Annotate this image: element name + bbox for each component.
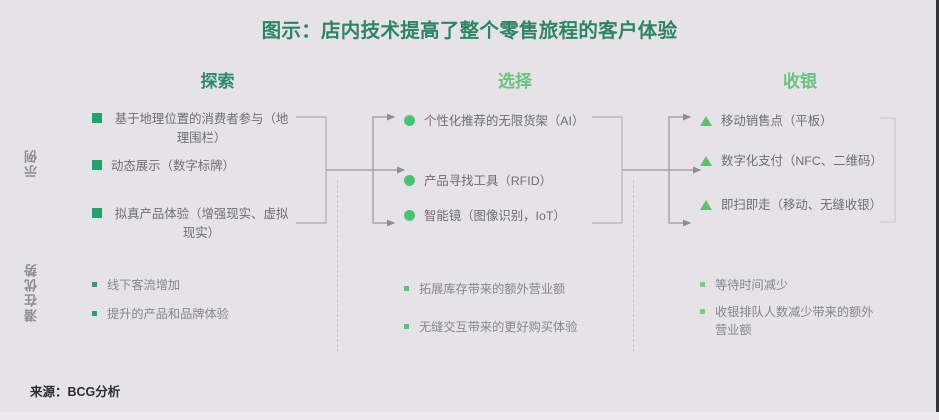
example-item: 基于地理位置的消费者参与（地理围栏） — [92, 110, 292, 148]
column-divider-1 — [337, 180, 338, 352]
page-title: 图示：店内技术提高了整个零售旅程的客户体验 — [261, 20, 678, 42]
example-item-label: 数字化支付（NFC、二维码） — [721, 154, 883, 168]
bullet-dot-icon — [700, 309, 705, 314]
band-label-examples: 示例 — [24, 148, 39, 178]
benefit-item-label: 无缝交互带来的更好购买体验 — [419, 320, 578, 334]
example-item-label: 动态展示（数字标牌） — [111, 159, 235, 173]
square-marker — [92, 208, 102, 218]
example-item: 数字化支付（NFC、二维码） — [700, 152, 890, 171]
benefit-item: 等待时间减少 — [700, 276, 880, 294]
circle-marker — [404, 210, 415, 221]
bullet-dot-icon — [404, 286, 409, 291]
benefit-item-label: 收银排队人数减少带来的额外营业额 — [715, 305, 874, 338]
square-marker — [92, 160, 102, 170]
benefit-item-label: 等待时间减少 — [715, 278, 789, 292]
example-item: 产品寻找工具（RFID） — [404, 172, 619, 191]
example-item-label: 个性化推荐的无限货架（AI） — [424, 114, 585, 128]
column-header-explore: 探索 — [200, 72, 235, 91]
source-note: 来源：BCG分析 — [30, 385, 121, 399]
triangle-marker — [700, 200, 712, 210]
example-item-label: 基于地理位置的消费者参与（地理围栏） — [114, 112, 289, 146]
square-marker — [92, 113, 102, 123]
example-item-label: 移动销售点（平板） — [721, 114, 833, 128]
bullet-dot-icon — [92, 282, 97, 287]
benefit-item: 无缝交互带来的更好购买体验 — [404, 318, 619, 336]
example-item: 拟真产品体验（增强现实、虚拟现实） — [92, 205, 292, 243]
bullet-dot-icon — [404, 324, 409, 329]
slide-right-edge — [936, 0, 939, 420]
benefit-item: 线下客流增加 — [92, 276, 307, 294]
column-header-select: 选择 — [498, 72, 532, 91]
slide-bottom-strip — [0, 412, 939, 420]
circle-marker — [404, 115, 415, 126]
triangle-marker — [700, 156, 712, 166]
example-item-label: 产品寻找工具（RFID） — [424, 174, 553, 188]
benefit-item: 提升的产品和品牌体验 — [92, 305, 307, 323]
circle-marker — [404, 175, 415, 186]
example-item: 个性化推荐的无限货架（AI） — [404, 112, 619, 131]
triangle-marker — [700, 116, 712, 126]
example-item-label: 智能镜（图像识别，IoT） — [424, 209, 566, 223]
band-label-benefits: 潜在优势 — [24, 262, 39, 322]
benefit-item: 收银排队人数减少带来的额外营业额 — [700, 303, 880, 340]
example-item-label: 拟真产品体验（增强现实、虚拟现实） — [114, 207, 289, 241]
column-divider-2 — [633, 180, 634, 352]
example-item: 移动销售点（平板） — [700, 112, 890, 131]
example-item: 智能镜（图像识别，IoT） — [404, 207, 619, 226]
benefit-item: 拓展库存带来的额外营业额 — [404, 280, 619, 298]
benefit-item-label: 线下客流增加 — [107, 278, 181, 292]
benefit-item-label: 拓展库存带来的额外营业额 — [419, 282, 566, 296]
example-item: 动态展示（数字标牌） — [92, 157, 292, 176]
column-header-checkout: 收银 — [783, 72, 817, 91]
bullet-dot-icon — [700, 282, 705, 287]
example-item-label: 即扫即走（移动、无缝收银） — [721, 198, 883, 212]
example-item: 即扫即走（移动、无缝收银） — [700, 196, 890, 215]
bullet-dot-icon — [92, 311, 97, 316]
benefit-item-label: 提升的产品和品牌体验 — [107, 307, 229, 321]
